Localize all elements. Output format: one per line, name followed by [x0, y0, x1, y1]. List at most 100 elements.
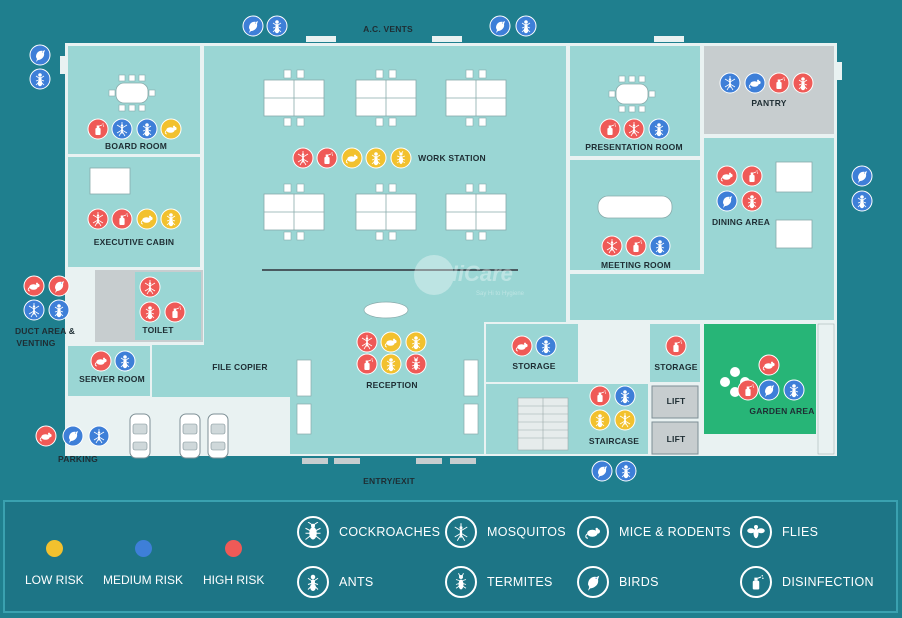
lift-2-label: LIFT [667, 434, 686, 444]
garden-area-high-risk-rat-marker [758, 354, 780, 376]
meeting-room-label: MEETING ROOM [601, 260, 671, 270]
corridor-right [570, 274, 834, 320]
toilet-high-risk-mosquito-marker [139, 276, 161, 298]
work-station-low-risk-ant-marker [365, 147, 387, 169]
disinfection-label: DISINFECTION [782, 575, 874, 589]
legend-panel: LOW RISK MEDIUM RISK HIGH RISK COCKROACH… [3, 500, 898, 613]
storage-1-label: STORAGE [512, 361, 555, 371]
garden-area-high-risk-spray-marker [737, 379, 759, 401]
lift-1-label: LIFT [667, 396, 686, 406]
legend-mice-rodents: MICE & RODENTS [577, 516, 731, 548]
svg-text:Say Hi to Hygiene: Say Hi to Hygiene [476, 291, 525, 297]
parking-high-risk-rat-marker [35, 425, 57, 447]
high-risk-dot [225, 540, 243, 557]
ac-vents-medium-risk-bird-marker [489, 15, 511, 37]
reception-high-risk-mosquito-marker [356, 331, 378, 353]
parking-label: PARKING [58, 454, 98, 464]
toilet-high-risk-ant-marker [139, 301, 161, 323]
toilet-high-risk-spray-marker [164, 301, 186, 323]
storage-1-medium-risk-ant-marker [535, 335, 557, 357]
staircase-high-risk-spray-marker [589, 385, 611, 407]
right-outside-medium-risk-bird-marker [851, 165, 873, 187]
meeting-room-high-risk-mosquito-marker [601, 235, 623, 257]
medium-risk-dot [134, 540, 152, 557]
work-station-high-risk-spray-marker [316, 147, 338, 169]
legend-disinfection: DISINFECTION [740, 566, 874, 598]
legend-medium-risk: MEDIUM RISK [103, 540, 183, 587]
presentation-room-label: PRESENTATION ROOM [585, 142, 683, 152]
pantry-medium-risk-mosquito-marker [719, 72, 741, 94]
low-risk-dot [45, 540, 63, 557]
cockroaches-label: COCKROACHES [339, 525, 441, 539]
legend-termites: TERMITES [445, 566, 553, 598]
legend-cockroaches: COCKROACHES [297, 516, 440, 548]
dining-area-high-risk-spray-marker [741, 165, 763, 187]
entry-exit-medium-risk-ant-marker [615, 460, 637, 482]
pantry-high-risk-ant-marker [792, 72, 814, 94]
server-room-high-risk-rat-marker [90, 350, 112, 372]
reception-low-risk-ant-marker [380, 353, 402, 375]
board-room-label: BOARD ROOM [105, 141, 167, 151]
staircase-low-risk-ant-marker [589, 409, 611, 431]
executive-cabin-high-risk-spray-marker [111, 208, 133, 230]
rat-icon [577, 516, 609, 548]
risk-markers [23, 15, 873, 482]
server-room-medium-risk-ant-marker [114, 350, 136, 372]
dining-area-high-risk-rat-marker [716, 165, 738, 187]
legend-mosquitos: MOSQUITOS [445, 516, 566, 548]
right-outside-medium-risk-ant-marker [851, 190, 873, 212]
pantry-medium-risk-rat-marker [744, 72, 766, 94]
duct-area-medium-risk-mosquito-marker [23, 299, 45, 321]
cockroach-icon [297, 516, 329, 548]
duct-area-high-risk-rat-marker [23, 275, 45, 297]
lift-2 [651, 421, 699, 455]
termites-label: TERMITES [487, 575, 553, 589]
storage-1 [486, 324, 578, 382]
work-station-low-risk-rat-marker [341, 147, 363, 169]
meeting-room-high-risk-spray-marker [625, 235, 647, 257]
high-risk-label: HIGH RISK [203, 573, 265, 587]
file-copier-label: FILE COPIER [212, 362, 268, 372]
storage-1-high-risk-rat-marker [511, 335, 533, 357]
work-station-low-risk-termite-marker [390, 147, 412, 169]
duct-area-high-risk-bird-marker [48, 275, 70, 297]
presentation-room-high-risk-mosquito-marker [623, 118, 645, 140]
toilet-label: TOILET [142, 325, 174, 335]
parking-medium-risk-mosquito-marker [88, 425, 110, 447]
ants-label: ANTS [339, 575, 374, 589]
staircase-low-risk-mosquito-marker [614, 409, 636, 431]
staircase-medium-risk-ant-marker [614, 385, 636, 407]
pantry-label: PANTRY [751, 98, 786, 108]
ant-icon [297, 566, 329, 598]
presentation-room-high-risk-spray-marker [599, 118, 621, 140]
medium-risk-label: MEDIUM RISK [103, 573, 184, 587]
meeting-room-medium-risk-ant-marker [649, 235, 671, 257]
executive-cabin-low-risk-rat-marker [136, 208, 158, 230]
entry-exit-label: ENTRY/EXIT [363, 476, 415, 486]
pantry-high-risk-spray-marker [768, 72, 790, 94]
legend-flies: FLIES [740, 516, 818, 548]
executive-cabin-high-risk-mosquito-marker [87, 208, 109, 230]
work-station-high-risk-mosquito-marker [292, 147, 314, 169]
file-copier [152, 345, 286, 397]
reception-label: RECEPTION [366, 380, 417, 390]
dining-area-high-risk-ant-marker [741, 190, 763, 212]
reception-high-risk-termite-marker [405, 353, 427, 375]
executive-cabin-label: EXECUTIVE CABIN [94, 237, 174, 247]
lift-1 [651, 385, 699, 419]
parking-medium-risk-bird-marker [62, 425, 84, 447]
ac-vents-label: A.C. VENTS [363, 24, 413, 34]
server-room-label: SERVER ROOM [79, 374, 145, 384]
spray-icon [740, 566, 772, 598]
executive-cabin [68, 157, 200, 267]
bird-icon [577, 566, 609, 598]
mosquito-icon [445, 516, 477, 548]
legend-low-risk: LOW RISK [25, 540, 84, 587]
duct-area-label-2: VENTING [16, 338, 55, 348]
svg-text:HiCare: HiCare [442, 261, 513, 286]
duct-left-medium-risk-ant-marker [29, 68, 51, 90]
meeting-table [597, 195, 673, 219]
dining-area-medium-risk-bird-marker [716, 190, 738, 212]
board-room-medium-risk-ant-marker [136, 118, 158, 140]
reception-low-risk-ant-marker [405, 331, 427, 353]
